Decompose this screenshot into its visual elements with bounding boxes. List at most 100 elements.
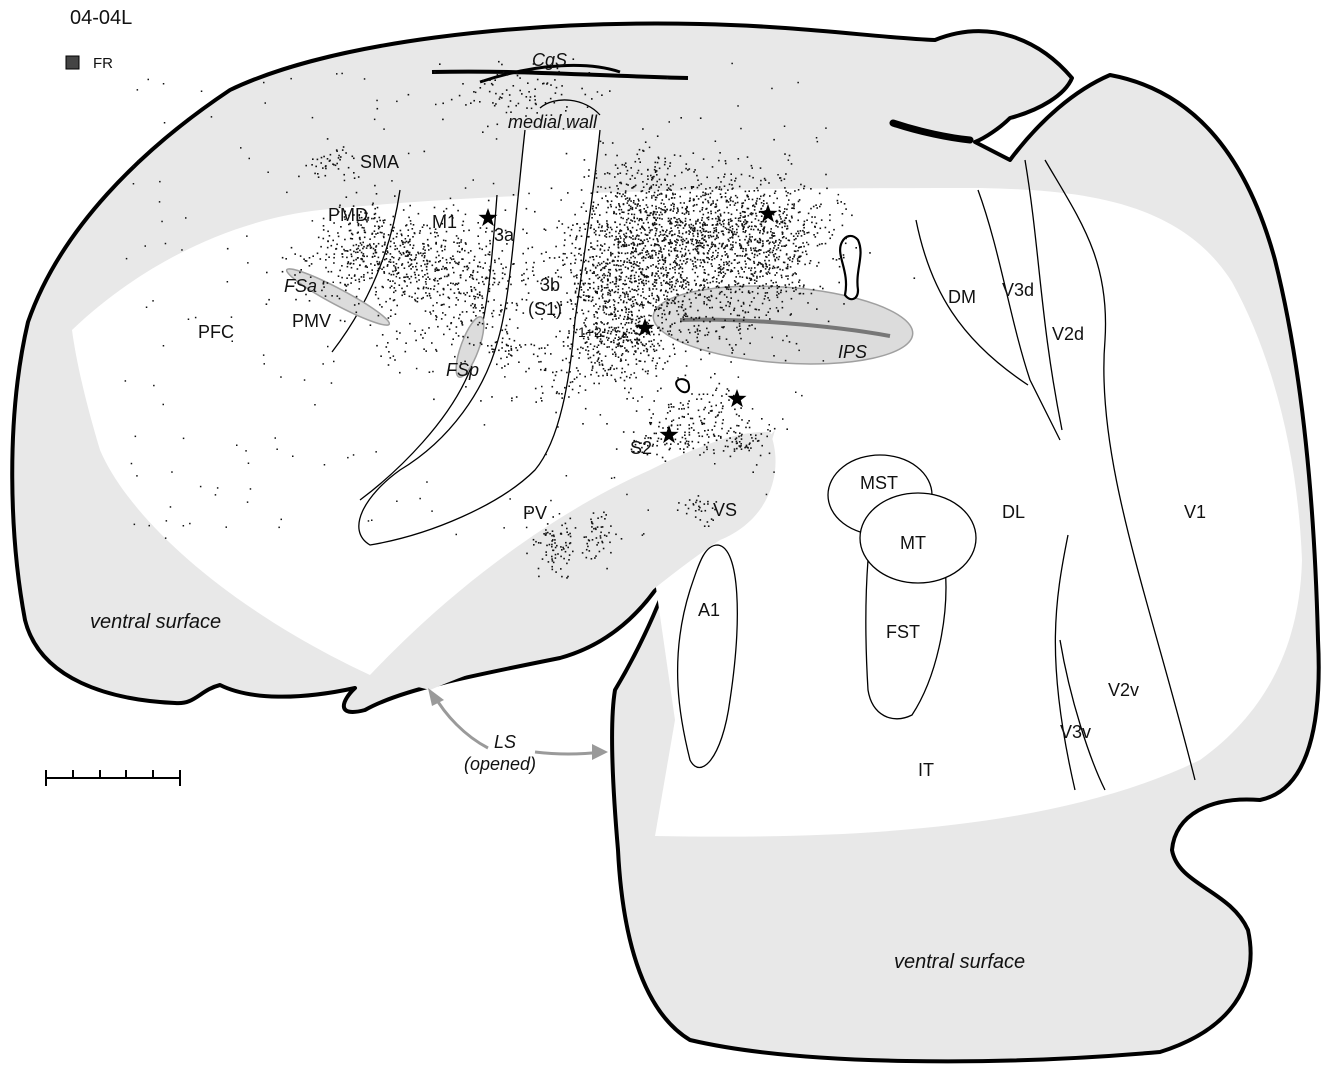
labeled-cell-dot <box>721 246 723 248</box>
labeled-cell-dot <box>781 227 783 229</box>
labeled-cell-dot <box>464 266 466 268</box>
labeled-cell-dot <box>579 296 581 298</box>
labeled-cell-dot <box>784 220 786 222</box>
labeled-cell-dot <box>354 275 356 277</box>
labeled-cell-dot <box>537 281 539 283</box>
labeled-cell-dot <box>642 268 644 270</box>
labeled-cell-dot <box>488 200 490 202</box>
labeled-cell-dot <box>664 298 666 300</box>
labeled-cell-dot <box>579 283 581 285</box>
labeled-cell-dot <box>678 224 680 226</box>
labeled-cell-dot <box>779 242 781 244</box>
labeled-cell-dot <box>412 247 414 249</box>
labeled-cell-dot <box>393 227 395 229</box>
label-it: IT <box>918 760 934 780</box>
labeled-cell-dot <box>454 292 456 294</box>
labeled-cell-dot <box>643 208 645 210</box>
labeled-cell-dot <box>436 270 438 272</box>
labeled-cell-dot <box>788 258 790 260</box>
labeled-cell-dot <box>467 269 469 271</box>
labeled-cell-dot <box>730 249 732 251</box>
labeled-cell-dot <box>632 220 634 222</box>
labeled-cell-dot <box>395 266 397 268</box>
labeled-cell-dot <box>755 239 757 241</box>
labeled-cell-dot <box>643 297 645 299</box>
labeled-cell-dot <box>678 306 680 308</box>
labeled-cell-dot <box>570 318 572 320</box>
labeled-cell-dot <box>647 215 649 217</box>
labeled-cell-dot <box>540 361 542 363</box>
labeled-cell-dot <box>557 269 559 271</box>
labeled-cell-dot <box>629 377 631 379</box>
labeled-cell-dot <box>566 577 568 579</box>
labeled-cell-dot <box>689 332 691 334</box>
labeled-cell-dot <box>766 494 768 496</box>
labeled-cell-dot <box>778 244 780 246</box>
labeled-cell-dot <box>721 231 723 233</box>
labeled-cell-dot <box>717 216 719 218</box>
labeled-cell-dot <box>704 223 706 225</box>
labeled-cell-dot <box>630 374 632 376</box>
labeled-cell-dot <box>611 229 613 231</box>
labeled-cell-dot <box>394 287 396 289</box>
labeled-cell-dot <box>586 271 588 273</box>
labeled-cell-dot <box>624 244 626 246</box>
labeled-cell-dot <box>736 414 738 416</box>
labeled-cell-dot <box>607 322 609 324</box>
labeled-cell-dot <box>749 427 751 429</box>
labeled-cell-dot <box>432 265 434 267</box>
labeled-cell-dot <box>585 269 587 271</box>
labeled-cell-dot <box>618 289 620 291</box>
labeled-cell-dot <box>773 232 775 234</box>
labeled-cell-dot <box>585 389 587 391</box>
labeled-cell-dot <box>770 228 772 230</box>
labeled-cell-dot <box>545 551 547 553</box>
labeled-cell-dot <box>651 186 653 188</box>
labeled-cell-dot <box>753 261 755 263</box>
labeled-cell-dot <box>442 119 444 121</box>
labeled-cell-dot <box>618 302 620 304</box>
labeled-cell-dot <box>653 285 655 287</box>
labeled-cell-dot <box>632 175 634 177</box>
labeled-cell-dot <box>506 325 508 327</box>
labeled-cell-dot <box>473 91 475 93</box>
labeled-cell-dot <box>448 275 450 277</box>
labeled-cell-dot <box>598 262 600 264</box>
labeled-cell-dot <box>727 301 729 303</box>
labeled-cell-dot <box>630 206 632 208</box>
labeled-cell-dot <box>266 303 268 305</box>
labeled-cell-dot <box>745 254 747 256</box>
labeled-cell-dot <box>696 240 698 242</box>
labeled-cell-dot <box>795 238 797 240</box>
labeled-cell-dot <box>680 202 682 204</box>
labeled-cell-dot <box>754 206 756 208</box>
labeled-cell-dot <box>689 253 691 255</box>
labeled-cell-dot <box>591 246 593 248</box>
labeled-cell-dot <box>589 550 591 552</box>
labeled-cell-dot <box>769 267 771 269</box>
labeled-cell-dot <box>517 350 519 352</box>
labeled-cell-dot <box>636 251 638 253</box>
labeled-cell-dot <box>396 331 398 333</box>
labeled-cell-dot <box>716 231 718 233</box>
labeled-cell-dot <box>622 353 624 355</box>
labeled-cell-dot <box>737 202 739 204</box>
labeled-cell-dot <box>410 282 412 284</box>
labeled-cell-dot <box>379 304 381 306</box>
labeled-cell-dot <box>614 337 616 339</box>
labeled-cell-dot <box>751 221 753 223</box>
labeled-cell-dot <box>608 532 610 534</box>
labeled-cell-dot <box>531 344 533 346</box>
labeled-cell-dot <box>563 253 565 255</box>
labeled-cell-dot <box>719 293 721 295</box>
labeled-cell-dot <box>797 250 799 252</box>
labeled-cell-dot <box>677 207 679 209</box>
labeled-cell-dot <box>630 339 632 341</box>
labeled-cell-dot <box>320 258 322 260</box>
labeled-cell-dot <box>689 299 691 301</box>
labeled-cell-dot <box>772 268 774 270</box>
labeled-cell-dot <box>698 242 700 244</box>
labeled-cell-dot <box>378 315 380 317</box>
labeled-cell-dot <box>761 225 763 227</box>
labeled-cell-dot <box>636 235 638 237</box>
